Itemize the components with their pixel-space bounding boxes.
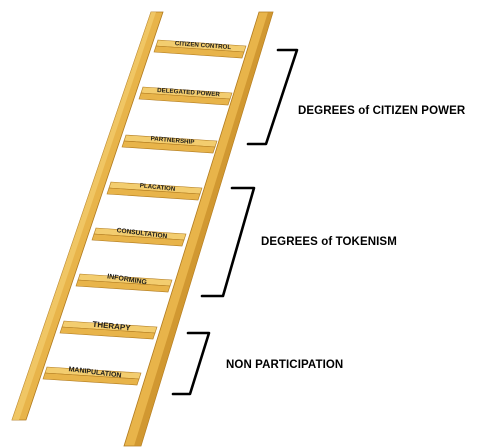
group-label-tokenism: DEGREES of TOKENISM — [261, 236, 397, 248]
rung-label-citizen-control: CITIZEN CONTROL — [175, 40, 232, 51]
ladder-left-rail-highlight — [12, 12, 156, 420]
ladder-rung — [153, 39, 247, 59]
ladder-rung — [59, 320, 158, 340]
ladder-rung — [106, 181, 203, 201]
rung-label-therapy: THERAPY — [92, 320, 132, 333]
ladder-rung — [138, 86, 233, 106]
rung-label-placation: PLACATION — [139, 182, 176, 193]
ladder-rung — [42, 366, 142, 386]
ladder-rung — [91, 227, 187, 247]
ladder-right-rail-shade — [134, 12, 273, 446]
bracket-citizen-power — [246, 48, 299, 146]
group-label-citizen-power: DEGREES of CITIZEN POWER — [298, 105, 466, 117]
bracket-non-participation — [171, 331, 211, 396]
rung-label-partnership: PARTNERSHIP — [150, 135, 194, 146]
ladder-rung — [75, 273, 173, 293]
rung-label-delegated-power: DELEGATED POWER — [157, 87, 221, 98]
group-label-non-participation: NON PARTICIPATION — [226, 359, 344, 371]
bracket-tokenism — [200, 186, 256, 298]
ladder-rung — [121, 134, 218, 154]
